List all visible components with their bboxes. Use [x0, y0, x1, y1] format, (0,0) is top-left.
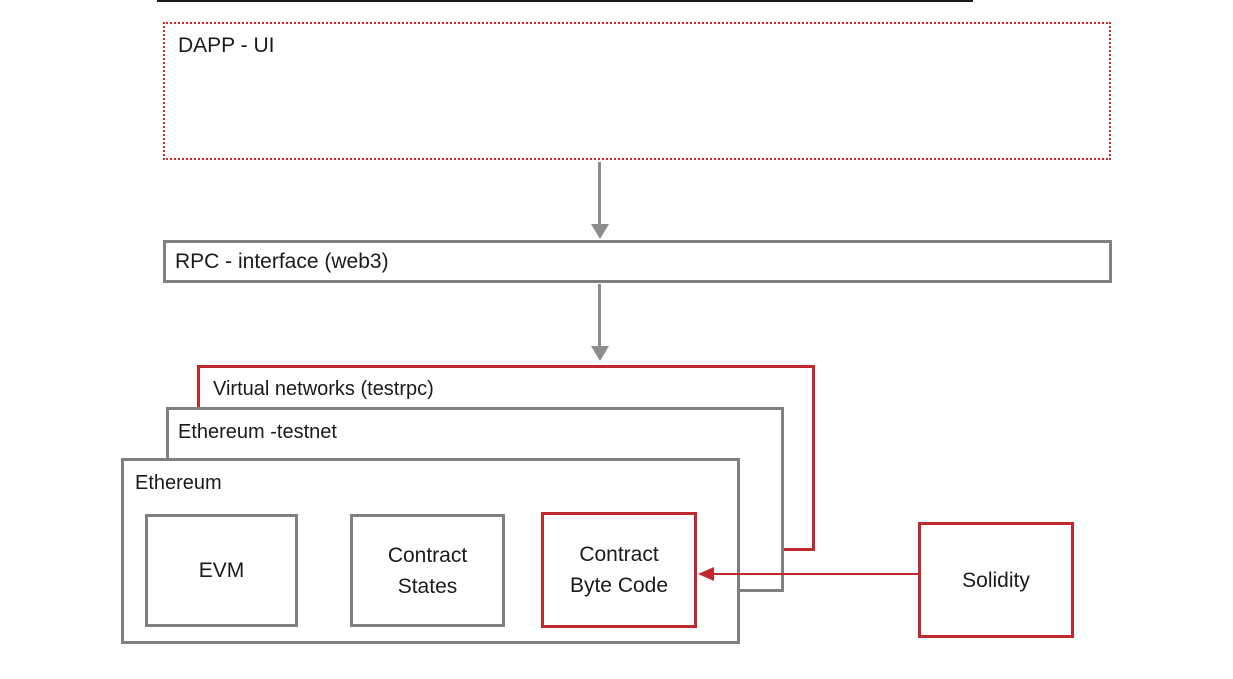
contract-byte-code-box: Contract Byte Code: [541, 512, 697, 628]
evm-box: EVM: [145, 514, 298, 627]
cropped-top-strip: [157, 0, 973, 2]
ethereum-testnet-label: Ethereum -testnet: [178, 421, 337, 443]
arrow-dapp-to-rpc-line: [598, 162, 601, 225]
arrow-rpc-to-networks-line: [598, 284, 601, 346]
solidity-box: Solidity: [918, 522, 1074, 638]
contract-byte-code-label: Contract Byte Code: [569, 543, 669, 597]
virtual-networks-label: Virtual networks (testrpc): [213, 378, 434, 400]
solidity-label: Solidity: [962, 568, 1030, 592]
rpc-interface-label: RPC - interface (web3): [175, 249, 389, 273]
rpc-interface-box: RPC - interface (web3): [163, 240, 1112, 283]
dapp-ui-label: DAPP - UI: [178, 34, 275, 57]
contract-states-label: Contract States: [387, 543, 468, 598]
dapp-ui-box: DAPP - UI: [163, 22, 1111, 160]
arrow-rpc-to-networks-head-icon: [591, 346, 609, 361]
contract-states-box: Contract States: [350, 514, 505, 627]
arrow-solidity-to-bytecode-head-icon: [698, 567, 714, 581]
arrow-solidity-to-bytecode-line: [711, 573, 918, 575]
evm-label: EVM: [198, 559, 245, 582]
ethereum-label: Ethereum: [135, 472, 222, 494]
arrow-dapp-to-rpc-head-icon: [591, 224, 609, 239]
